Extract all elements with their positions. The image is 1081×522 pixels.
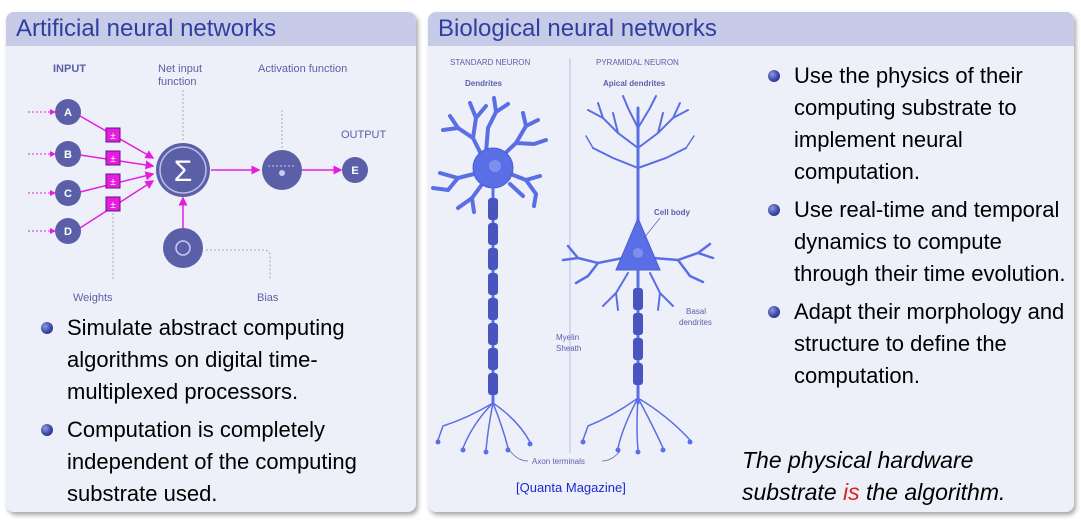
ann-panel: Artificial neural networks INPUT Net inp… xyxy=(6,12,416,512)
input-node-a: A xyxy=(55,99,81,125)
conclusion-text: The physical hardware substrate is the a… xyxy=(742,447,1006,505)
bnn-panel-title: Biological neural networks xyxy=(428,12,1074,46)
apical-dendrites-label: Apical dendrites xyxy=(603,79,666,88)
axon-terminals-label: Axon terminals xyxy=(532,457,585,466)
bias-label: Bias xyxy=(257,292,279,304)
input-node-d: D xyxy=(55,218,81,244)
net-input-label-2: function xyxy=(158,76,197,88)
sum-node: Σ xyxy=(156,143,210,197)
svg-text:±: ± xyxy=(110,177,116,188)
citation-link[interactable]: [Quanta Magazine] xyxy=(516,480,626,495)
bias-guide xyxy=(206,249,271,280)
pyramidal-neuron-label: PYRAMIDAL NEURON xyxy=(596,58,679,67)
basal-label-1: Basal xyxy=(686,307,706,316)
pyramidal-neuron-myelin xyxy=(633,288,643,385)
axon-terminals-bracket xyxy=(509,450,621,462)
svg-text:E: E xyxy=(351,165,358,177)
bnn-bullet: Use real-time and temporal dynamics to c… xyxy=(768,194,1068,290)
bullet-icon xyxy=(41,322,53,334)
weight-box-1: ± xyxy=(105,127,121,143)
myelin-label-2: Sheath xyxy=(556,344,581,353)
input-label: INPUT xyxy=(53,63,86,75)
activation-label: Activation function xyxy=(258,63,347,75)
svg-text:C: C xyxy=(64,188,72,200)
bnn-panel: Biological neural networks STANDARD NEUR… xyxy=(428,12,1074,512)
weight-box-4: ± xyxy=(105,196,121,212)
cell-body-pointer xyxy=(643,217,661,239)
myelin-label-1: Myelin xyxy=(556,333,579,342)
svg-text:Σ: Σ xyxy=(174,155,193,188)
input-node-b: B xyxy=(55,141,81,167)
svg-text:B: B xyxy=(64,149,72,161)
ann-bullet: Computation is completely independent of… xyxy=(41,414,411,510)
bullet-icon xyxy=(768,70,780,82)
pyramidal-neuron-terminals xyxy=(582,397,691,451)
standard-neuron-terminals xyxy=(437,402,531,451)
svg-text:D: D xyxy=(64,226,72,238)
svg-text:±: ± xyxy=(110,131,116,142)
bullet-icon xyxy=(768,204,780,216)
bnn-bullet: Adapt their morphology and structure to … xyxy=(768,296,1068,392)
bullet-icon xyxy=(768,306,780,318)
cell-body-label: Cell body xyxy=(654,208,691,217)
svg-text:A: A xyxy=(64,107,72,119)
bnn-bullet: Use the physics of their computing subst… xyxy=(768,60,1068,188)
basal-label-2: dendrites xyxy=(679,318,712,327)
ann-diagram: INPUT Net input function Activation func… xyxy=(28,63,387,304)
standard-terminal-dots xyxy=(435,439,533,455)
weights-label: Weights xyxy=(73,292,113,304)
input-node-c: C xyxy=(55,180,81,206)
output-node-e: E xyxy=(342,157,368,183)
bias-node xyxy=(163,228,203,268)
standard-neuron-myelin xyxy=(488,198,498,395)
bullet-icon xyxy=(41,424,53,436)
net-input-label-1: Net input xyxy=(158,63,202,75)
ann-bullet: Simulate abstract computing algorithms o… xyxy=(41,312,411,408)
pyramidal-terminal-dots xyxy=(580,439,693,455)
standard-neuron-label: STANDARD NEURON xyxy=(450,58,531,67)
weight-box-2: ± xyxy=(105,150,121,166)
ann-bullet-list: Simulate abstract computing algorithms o… xyxy=(41,312,411,512)
neuron-diagram: STANDARD NEURON PYRAMIDAL NEURON Dendrit… xyxy=(431,58,715,466)
ann-panel-title: Artificial neural networks xyxy=(6,12,416,46)
dendrites-label: Dendrites xyxy=(465,79,502,88)
output-label: OUTPUT xyxy=(341,129,387,141)
bnn-bullet-list: Use the physics of their computing subst… xyxy=(768,60,1068,398)
svg-text:±: ± xyxy=(110,200,116,211)
highlight-word: is xyxy=(843,479,860,505)
svg-text:±: ± xyxy=(110,154,116,165)
weight-box-3: ± xyxy=(105,173,121,189)
activation-node xyxy=(262,150,302,190)
